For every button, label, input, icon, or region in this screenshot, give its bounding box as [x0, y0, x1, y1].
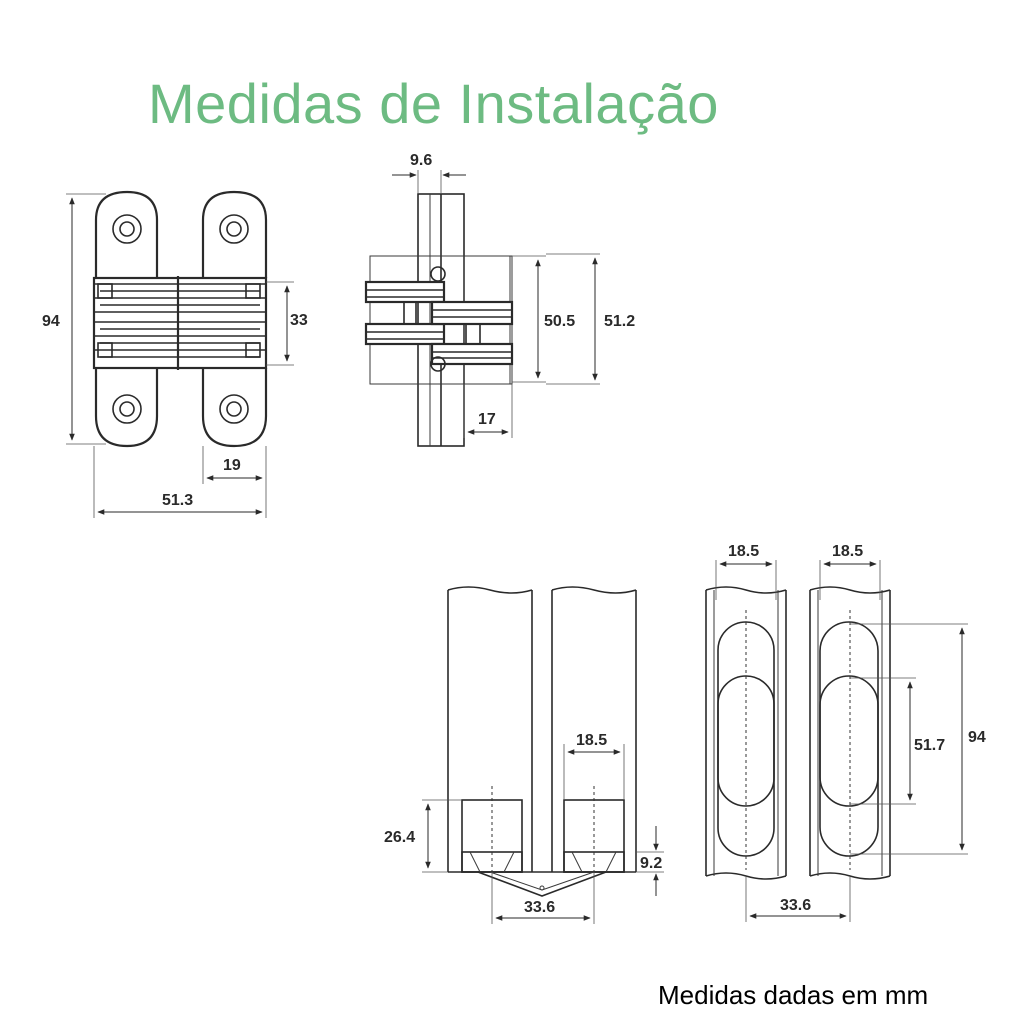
dim-side-thickness: 9.6 — [410, 152, 432, 169]
dim-cut-spacing: 33.6 — [524, 899, 555, 916]
dim-cut-offset: 9.2 — [640, 855, 662, 872]
dim-side-depth: 17 — [478, 411, 496, 428]
dim-front-total-width: 51.3 — [162, 492, 193, 509]
dim-front-leaf-width: 19 — [223, 457, 241, 474]
hinge-side-view: 9.6 50.5 51.2 17 — [364, 152, 635, 447]
hinge-front-view: 94 33 19 51.3 — [42, 190, 308, 518]
dim-face-spacing: 33.6 — [780, 897, 811, 914]
dim-face-slot-length: 51.7 — [914, 737, 945, 754]
dim-side-body-a: 50.5 — [544, 313, 575, 330]
dim-face-total-length: 94 — [968, 729, 986, 746]
dim-front-pin-span: 33 — [290, 312, 308, 329]
dim-cut-depth: 26.4 — [384, 829, 415, 846]
page-title: Medidas de Instalação — [148, 72, 719, 135]
door-frame-cut-view: 18.5 26.4 9.2 33.6 — [384, 586, 664, 924]
door-frame-face-view: 18.5 18.5 51.7 94 33.6 — [705, 543, 986, 922]
dim-face-width-left: 18.5 — [728, 543, 759, 560]
dim-face-width-right: 18.5 — [832, 543, 863, 560]
dim-front-height: 94 — [42, 313, 60, 330]
dim-side-body-b: 51.2 — [604, 313, 635, 330]
units-note: Medidas dadas em mm — [658, 980, 929, 1010]
dim-cut-width: 18.5 — [576, 732, 607, 749]
